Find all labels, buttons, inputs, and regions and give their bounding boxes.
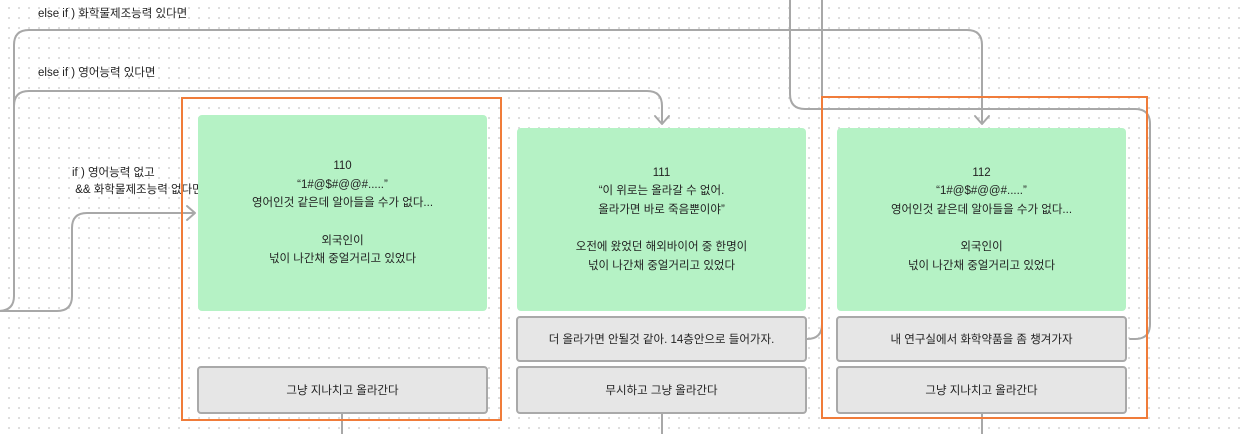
- card-text-line: 올라가면 바로 죽음뿐이야”: [598, 203, 725, 216]
- selection-frame-110: [181, 97, 502, 421]
- else-if-chem-label: else if ) 화학물제조능력 있다면: [38, 8, 188, 20]
- card-text-line: 영어인것 같은데 알아들을 수가 없다...: [251, 197, 434, 210]
- connector-chem-to-112: [0, 29, 983, 312]
- story-card-110[interactable]: 110 “1#@$#@@#.....” 영어인것 같은데 알아들을 수가 없다.…: [198, 115, 487, 311]
- card-text-line: 영어인것 같은데 알아들을 수가 없다...: [890, 203, 1073, 216]
- arrowhead-110: [186, 205, 196, 221]
- arrowhead-111: [654, 115, 670, 125]
- card-text-line: 외국인이: [960, 241, 1003, 254]
- choice-button-pass-110[interactable]: 그냥 지나치고 올라간다: [197, 366, 488, 414]
- card-text-line: “1#@$#@@#.....”: [297, 178, 388, 191]
- choice-button-get-chemicals[interactable]: 내 연구실에서 화학약품을 좀 챙겨가자: [836, 316, 1127, 362]
- if-condition-line2: && 화학물제조능력 없다면: [72, 184, 203, 196]
- connector-if-to-110: [0, 212, 195, 312]
- card-title: 111: [652, 166, 671, 179]
- choice-button-enter-14th-floor[interactable]: 더 올라가면 안될것 같아. 14층안으로 들어가자.: [516, 316, 807, 362]
- choice-button-pass-112[interactable]: 그냥 지나치고 올라간다: [836, 366, 1127, 414]
- else-if-english-label: else if ) 영어능력 있다면: [38, 67, 156, 79]
- card-title: 112: [972, 166, 991, 179]
- if-condition-line1: if ) 영어능력 없고: [72, 167, 155, 179]
- card-text-line: 외국인이: [321, 234, 364, 247]
- arrowhead-112-chem: [974, 115, 990, 125]
- connector-english-to-111: [13, 90, 663, 124]
- story-card-111[interactable]: 111 “이 위로는 올라갈 수 없어. 올라가면 바로 죽음뿐이야” 오전에 …: [517, 128, 806, 311]
- story-card-112[interactable]: 112 “1#@$#@@#.....” 영어인것 같은데 알아들을 수가 없다.…: [837, 128, 1126, 311]
- card-title: 110: [333, 160, 352, 173]
- card-text-line: 오전에 왔었던 해외바이어 중 한명이: [575, 241, 748, 254]
- card-text-line: 넋이 나간채 중얼거리고 있었다: [268, 253, 417, 266]
- connector-top-b: [806, 0, 823, 340]
- card-text-line: 넋이 나간채 중얼거리고 있었다: [907, 259, 1056, 272]
- card-text-line: 넋이 나간채 중얼거리고 있었다: [587, 259, 736, 272]
- card-text-line: “이 위로는 올라갈 수 없어.: [598, 185, 725, 198]
- choice-button-ignore-111[interactable]: 무시하고 그냥 올라간다: [516, 366, 807, 414]
- selection-frame-112: [821, 96, 1148, 419]
- card-text-line: “1#@$#@@#.....”: [936, 185, 1027, 198]
